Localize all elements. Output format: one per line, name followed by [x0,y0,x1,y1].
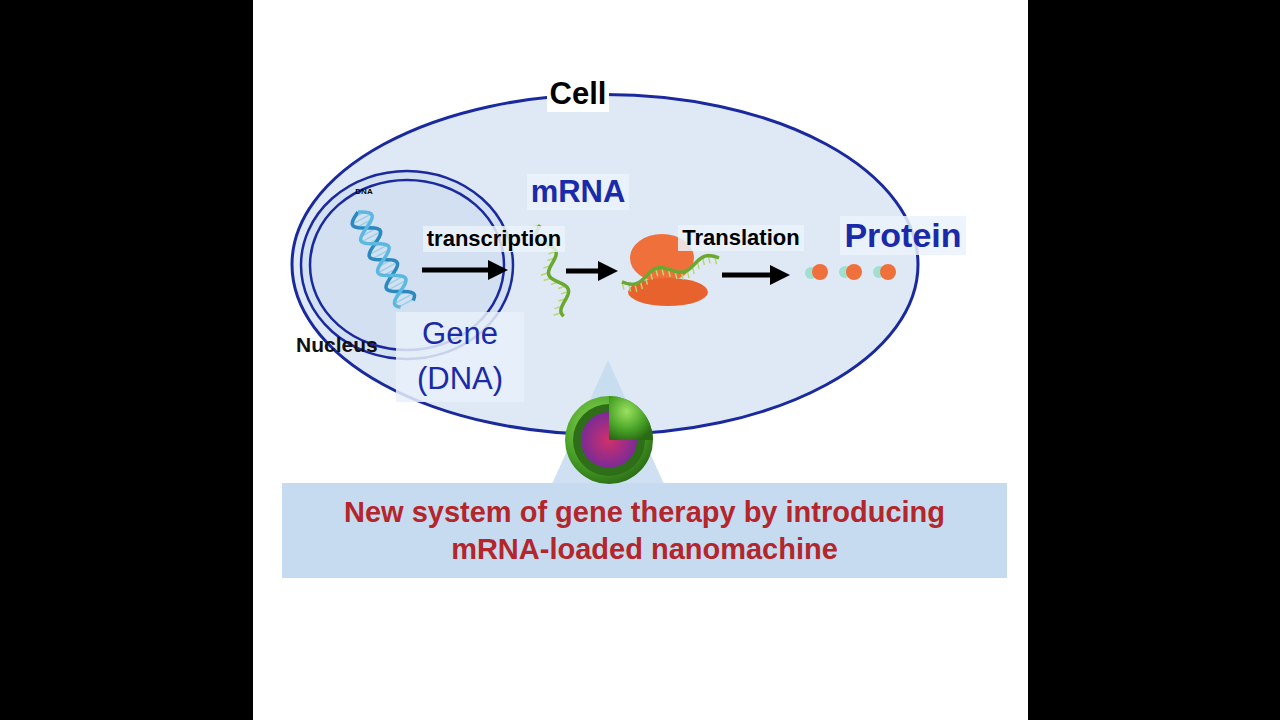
base-tick [529,232,537,234]
helix-rung [399,299,414,307]
export-arrow [566,269,610,274]
mrna-in-ribosome [621,253,722,295]
dna-tag: DNA [351,187,376,196]
molecule-label: mRNA [527,174,630,210]
base-tick [530,238,538,240]
nucleus-label: Nucleus [296,333,378,357]
base-tick [536,243,544,245]
strand-backbone [621,253,720,287]
protein-chain [805,264,896,280]
gene-label: Gene (DNA) [396,312,524,402]
translation-arrow [722,273,782,278]
process-label: transcription [423,226,565,252]
dna-helix [348,207,416,309]
pointer-triangle [552,360,664,484]
molecule-label: Protein [840,216,965,255]
cell-title: Cell [547,76,610,112]
base-tick [544,247,552,249]
caption-text: New system of gene therapy by introducin… [325,494,965,567]
helix-strand [348,207,416,309]
ribosome-large [630,234,694,282]
process-label: Translation [678,225,803,251]
transcription-arrow [422,268,500,273]
caption-band: New system of gene therapy by introducin… [282,483,1007,578]
nanomachine [565,396,653,484]
base-tick [532,225,540,227]
helix-strand [348,207,416,309]
